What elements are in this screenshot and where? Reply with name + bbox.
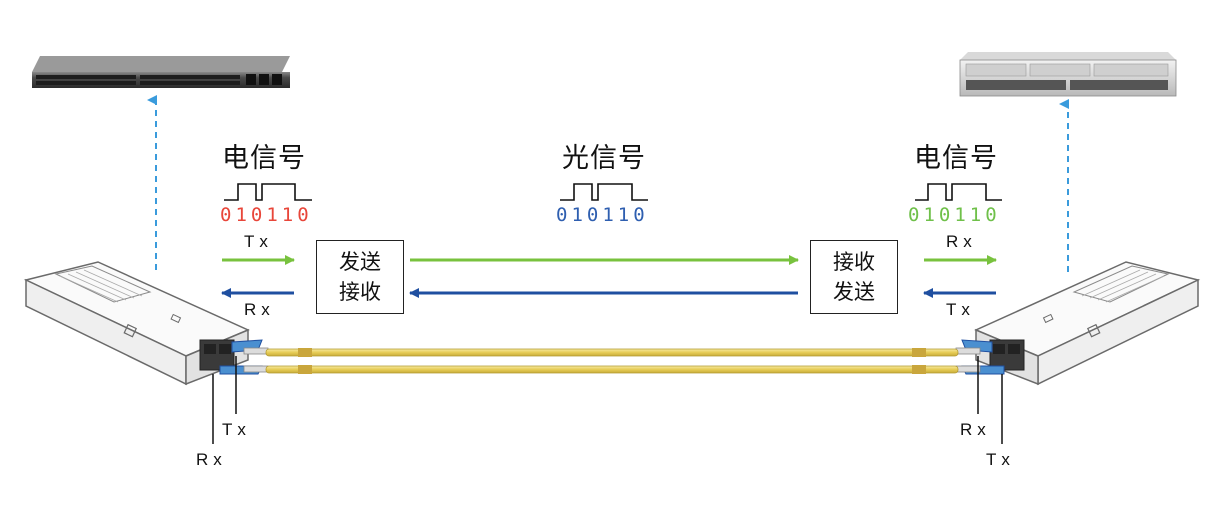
- right-box-line-1: 接收: [833, 250, 875, 274]
- network-switch-icon: [32, 56, 290, 88]
- right-upper-arrow-label: Rx: [946, 232, 977, 251]
- sfp-transceiver-icon: [23, 261, 269, 386]
- right-square-wave: [915, 183, 1002, 201]
- left-transceiver-box: 发送 接收: [316, 240, 404, 314]
- center-square-wave: [560, 183, 648, 201]
- right-port-rx-label: Rx: [960, 420, 991, 439]
- router-chassis-icon: [959, 52, 1177, 97]
- right-signal-title: 电信号: [914, 143, 998, 174]
- right-lower-arrow-label: Tx: [946, 300, 975, 319]
- left-port-tx-label: Tx: [222, 420, 251, 439]
- left-lower-arrow-label: Rx: [244, 300, 275, 319]
- right-transceiver-box: 接收 发送: [810, 240, 898, 314]
- left-port-rx-label: Rx: [196, 450, 227, 469]
- center-signal-title: 光信号: [562, 143, 646, 174]
- center-bit-sequence: 010110: [556, 204, 649, 226]
- left-square-wave: [224, 183, 312, 201]
- left-box-line-1: 发送: [339, 250, 381, 274]
- left-bit-sequence: 010110: [220, 204, 313, 226]
- right-bit-sequence: 010110: [908, 204, 1001, 226]
- sfp-transceiver-icon: [955, 261, 1201, 386]
- left-upper-arrow-label: Tx: [244, 232, 273, 251]
- fiber-cable-pair: [265, 348, 959, 374]
- left-signal-title: 电信号: [222, 143, 306, 174]
- right-box-line-2: 发送: [833, 280, 875, 304]
- left-box-line-2: 接收: [339, 280, 381, 304]
- right-port-tx-label: Tx: [986, 450, 1015, 469]
